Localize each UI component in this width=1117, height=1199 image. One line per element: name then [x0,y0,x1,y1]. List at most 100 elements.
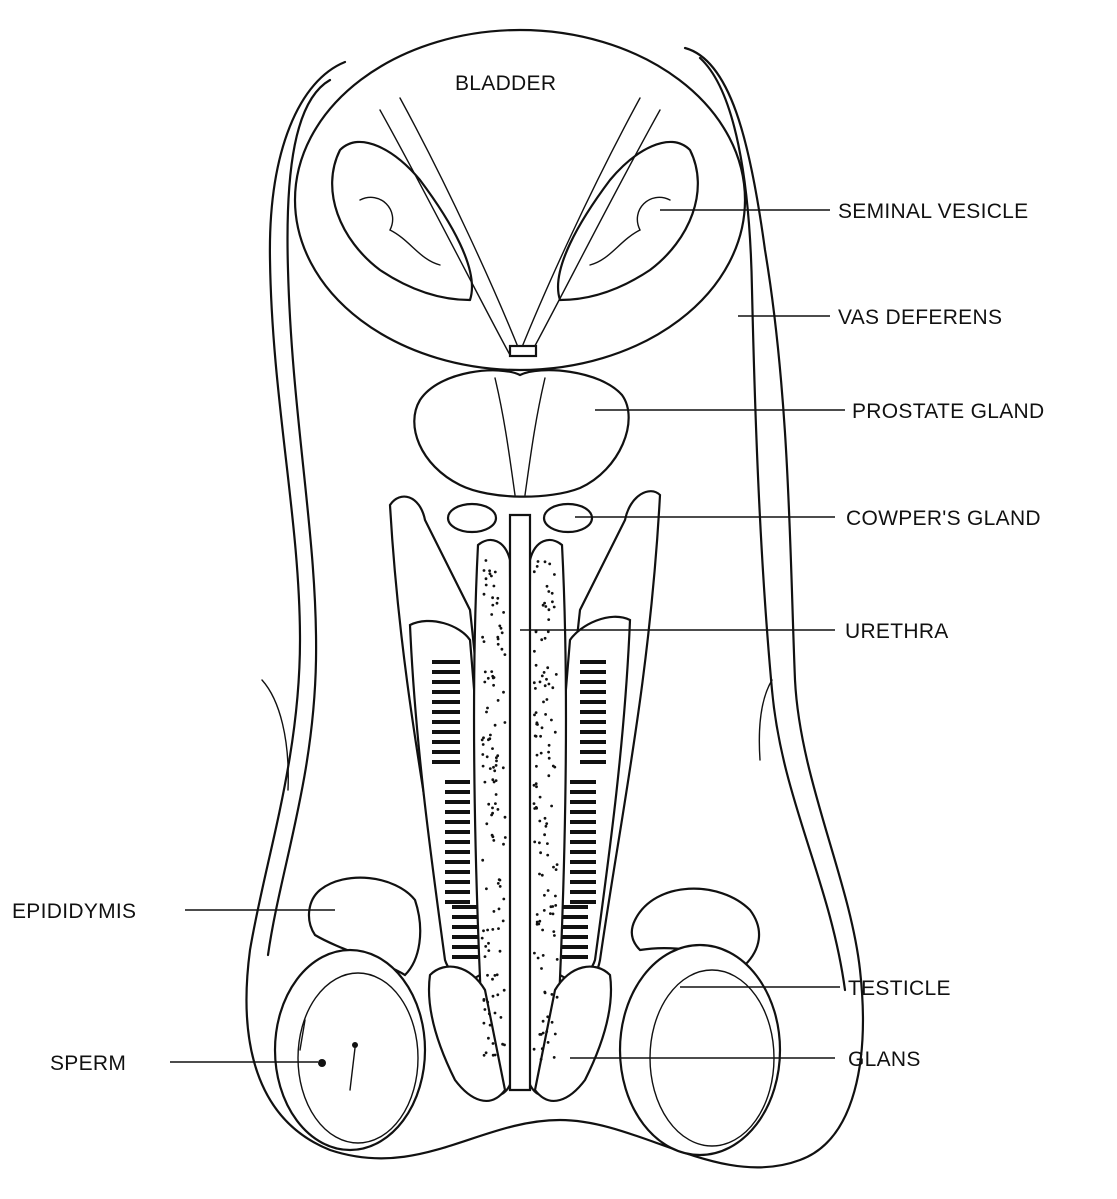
texture-dot [487,738,490,741]
texture-dot [494,802,497,805]
texture-dot [493,910,496,913]
texture-dot [542,954,545,957]
hatch-stroke [445,830,470,834]
label-testicle: TESTICLE [848,977,951,1000]
hatch-stroke [570,820,596,824]
texture-dot [555,868,558,871]
hatch-stroke [445,880,470,884]
texture-dot [544,637,547,640]
texture-dot [554,731,557,734]
texture-dot [484,955,487,958]
texture-dot [548,757,551,760]
texture-dot [492,1042,495,1045]
hatch-stroke [432,660,460,664]
texture-dot [551,1021,554,1024]
hatch-stroke [570,880,596,884]
texture-dot [488,1012,491,1015]
texture-dot [486,1001,489,1004]
texture-dot [533,714,536,717]
texture-dot [497,808,500,811]
hatch-stroke [445,840,470,844]
texture-dot [482,743,485,746]
texture-dot [504,816,507,819]
texture-dot [550,805,553,808]
hatch-stroke [580,670,606,674]
texture-dot [496,602,499,605]
texture-dot [486,929,489,932]
texture-dot [536,913,539,916]
texture-dot [545,822,548,825]
texture-dot [538,920,541,923]
texture-dot [483,999,486,1002]
texture-dot [489,734,492,737]
texture-dot [548,608,551,611]
texture-dot [535,765,538,768]
testicle-right [620,889,780,1155]
texture-dot [493,769,496,772]
texture-dot [543,909,546,912]
texture-dot [487,942,490,945]
hatch-stroke [452,915,478,919]
texture-dot [497,882,500,885]
hatch-stroke [570,830,596,834]
texture-dot [497,699,500,702]
texture-dot [547,590,550,593]
texture-dot [551,993,554,996]
texture-dot [496,636,499,639]
texture-dot [497,643,500,646]
texture-dot [494,571,497,574]
texture-dot [533,650,536,653]
hatch-stroke [432,720,460,724]
texture-dot [502,843,505,846]
texture-dot [554,1033,557,1036]
texture-dot [544,817,547,820]
texture-dot [535,806,538,809]
texture-dot [533,681,536,684]
texture-dot [547,751,550,754]
texture-dot [484,781,487,784]
texture-dot [548,683,551,686]
texture-dot [545,678,548,681]
texture-dot [492,766,495,769]
hatch-stroke [432,730,460,734]
texture-dot [481,859,484,862]
hatch-stroke [432,690,460,694]
texture-dot [547,889,550,892]
testicle-left [275,950,425,1150]
prostate-gland [414,370,628,496]
texture-dot [490,575,493,578]
texture-dot [535,782,538,785]
texture-dot [492,835,495,838]
texture-dot [540,1058,543,1061]
hatch-stroke [452,925,478,929]
texture-dot [498,878,501,881]
hatch-stroke [580,710,606,714]
hatch-stroke [432,740,460,744]
texture-dot [541,1047,544,1050]
texture-dot [499,950,502,953]
texture-dot [552,930,555,933]
texture-dot [487,677,490,680]
texture-dot [535,735,538,738]
hatch-stroke [432,670,460,674]
texture-dot [481,636,484,639]
hatch-stroke [445,870,470,874]
hatch-stroke [580,720,606,724]
texture-dot [487,949,490,952]
texture-dot [540,638,543,641]
texture-dot [533,1048,536,1051]
texture-dot [541,675,544,678]
texture-dot [553,606,556,609]
texture-dot [495,764,498,767]
texture-dot [536,565,539,568]
texture-dot [485,1051,488,1054]
texture-dot [535,711,538,714]
texture-dot [546,698,549,701]
hatch-stroke [432,750,460,754]
texture-dot [544,992,547,995]
texture-dot [491,604,494,607]
texture-dot [547,1041,550,1044]
hatch-stroke [570,850,596,854]
texture-dot [537,957,540,960]
texture-dot [534,687,537,690]
